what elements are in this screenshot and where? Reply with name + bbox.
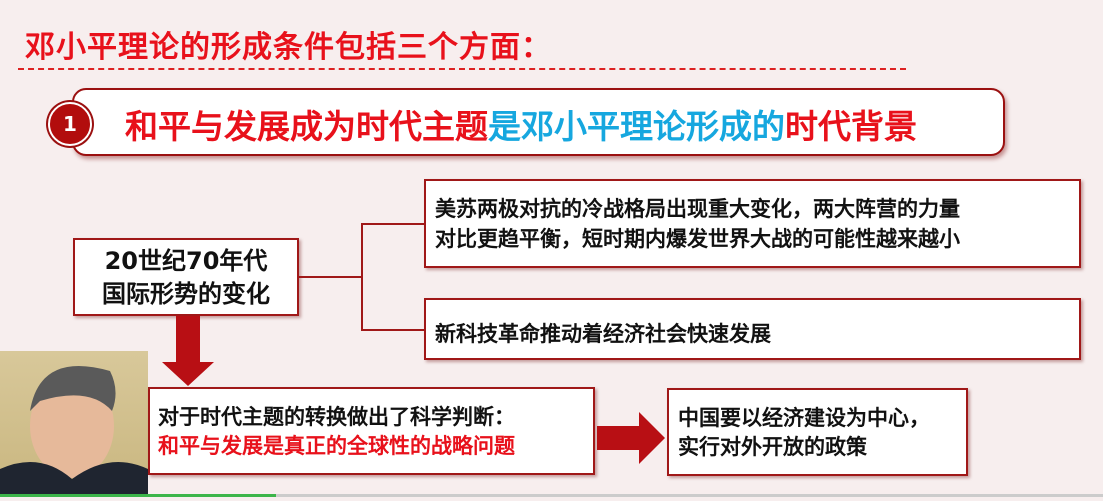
video-progress-fill bbox=[0, 494, 276, 497]
number-badge: 1 bbox=[48, 102, 92, 146]
box-line: 实行对外开放的政策 bbox=[678, 435, 867, 459]
portrait-icon bbox=[0, 366, 148, 497]
connector-line bbox=[299, 276, 362, 278]
policy-box: 中国要以经济建设为中心， 实行对外开放的政策 bbox=[667, 388, 968, 476]
judgment-box: 对于时代主题的转换做出了科学判断： 和平与发展是真正的全球性的战略问题 bbox=[148, 387, 595, 475]
banner-text: 和平与发展成为时代主题是邓小平理论形成的时代背景 bbox=[125, 100, 917, 148]
box-line-highlight: 和平与发展是真正的全球性的战略问题 bbox=[158, 434, 515, 458]
portrait-photo bbox=[0, 351, 148, 497]
box-line: 对比更趋平衡，短时期内爆发世界大战的可能性越来越小 bbox=[435, 227, 960, 251]
connector-line bbox=[361, 223, 424, 225]
connector-line bbox=[361, 223, 363, 331]
banner-box bbox=[72, 88, 1005, 156]
box-line: 20世纪70年代 bbox=[104, 247, 268, 275]
slide-title: 邓小平理论的形成条件包括三个方面： bbox=[25, 30, 552, 65]
dashed-divider bbox=[18, 68, 906, 70]
international-situation-box: 20世纪70年代 国际形势的变化 bbox=[73, 238, 299, 316]
connector-line bbox=[361, 329, 424, 331]
banner-part1: 和平与发展成为时代主题 bbox=[125, 107, 488, 146]
box-line: 新科技革命推动着经济社会快速发展 bbox=[435, 322, 771, 346]
box-line: 美苏两极对抗的冷战格局出现重大变化，两大阵营的力量 bbox=[435, 197, 960, 221]
banner-part3: 时代背景 bbox=[785, 107, 917, 146]
right-arrow-icon bbox=[597, 412, 665, 464]
cold-war-change-box: 美苏两极对抗的冷战格局出现重大变化，两大阵营的力量 对比更趋平衡，短时期内爆发世… bbox=[424, 179, 1081, 268]
box-line: 中国要以经济建设为中心， bbox=[678, 406, 930, 430]
banner-part2: 是邓小平理论形成的 bbox=[488, 107, 785, 146]
tech-revolution-box: 新科技革命推动着经济社会快速发展 bbox=[424, 298, 1081, 360]
box-line: 国际形势的变化 bbox=[102, 280, 270, 308]
down-arrow-icon bbox=[162, 316, 214, 386]
video-progress-bar[interactable] bbox=[0, 494, 1103, 497]
box-line: 对于时代主题的转换做出了科学判断： bbox=[158, 405, 515, 429]
